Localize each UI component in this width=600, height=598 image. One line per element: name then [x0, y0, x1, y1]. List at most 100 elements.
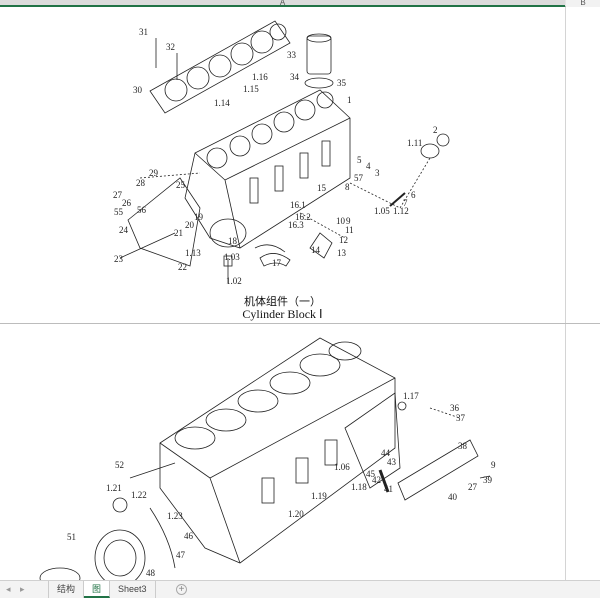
column-header-b[interactable]: B — [566, 0, 600, 7]
bearing-shell — [254, 244, 286, 253]
gasket-bores — [164, 23, 287, 102]
callout: 21 — [174, 228, 183, 238]
callout: 37 — [456, 413, 465, 423]
rear-seal-housing — [94, 529, 146, 580]
sheet-tab-drawing[interactable]: 图 — [84, 581, 111, 598]
figure1-caption-en: Cylinder Block Ⅰ — [242, 307, 323, 321]
add-sheet-button[interactable]: + — [176, 584, 187, 595]
bearing — [209, 218, 247, 248]
callout: 31 — [139, 27, 148, 37]
callout: 1.21 — [106, 483, 122, 493]
callout: 1.13 — [185, 248, 201, 258]
callout: 15 — [317, 183, 326, 193]
callout: 23 — [114, 254, 123, 264]
callout: 1.20 — [288, 509, 304, 519]
next-sheet-icon[interactable]: ▸ — [20, 584, 25, 594]
cylinder-block-drawings — [39, 20, 491, 580]
callout: 38 — [458, 441, 467, 451]
bracket-14 — [309, 232, 333, 259]
callout: 33 — [287, 50, 296, 60]
callout: 3 — [375, 168, 380, 178]
callout: 18 — [228, 236, 237, 246]
rear-cover — [127, 177, 201, 267]
callout: 1.16 — [252, 72, 268, 82]
callout: 22 — [178, 262, 187, 272]
engine-block-2 — [159, 337, 396, 564]
column-divider — [565, 7, 566, 580]
callout: 1.11 — [407, 138, 423, 148]
callout: 1.02 — [226, 276, 242, 286]
callout: 24 — [119, 225, 128, 235]
valve-6 — [389, 192, 406, 207]
callout: 20 — [185, 220, 194, 230]
callout: 19 — [194, 212, 203, 222]
sheet-tab-bar: ◂ ▸ 结构 图 Sheet3 + — [0, 580, 600, 598]
callout: 13 — [337, 248, 346, 258]
callout: 11 — [345, 225, 354, 235]
head-gasket — [149, 20, 291, 114]
callout: 2 — [433, 125, 438, 135]
figure2-drawing — [39, 337, 491, 580]
callout: 41 — [384, 484, 393, 494]
callout: 16.2 — [295, 212, 311, 222]
callout: 51 — [67, 532, 76, 542]
callout: 1.14 — [214, 98, 230, 108]
column-header-a[interactable]: A — [0, 0, 565, 7]
callout: 40 — [448, 492, 457, 502]
figure1-caption-cn: 机体组件（一） — [244, 296, 321, 308]
callout: 1.03 — [224, 252, 240, 262]
callout: 32 — [166, 42, 175, 52]
callout: 35 — [337, 78, 346, 88]
callout: 4 — [366, 161, 371, 171]
callout: 27 — [113, 190, 122, 200]
callout: 43 — [387, 457, 396, 467]
callout: 47 — [176, 550, 185, 560]
callout: 1.17 — [403, 391, 419, 401]
callout: 14 — [311, 245, 320, 255]
callout: 46 — [184, 531, 193, 541]
callout: 1.22 — [131, 490, 147, 500]
engine-block — [184, 89, 351, 249]
callout: 25 — [176, 180, 185, 190]
callout: 39 — [483, 475, 492, 485]
callout: 45 — [366, 469, 375, 479]
callout: 26 — [122, 198, 131, 208]
callout: 56 — [137, 205, 146, 215]
gasket-47 — [149, 507, 176, 569]
callout: 1.18 — [351, 482, 367, 492]
callout: 34 — [290, 72, 299, 82]
callout: 1.05 — [374, 206, 390, 216]
prev-sheet-icon[interactable]: ◂ — [6, 584, 11, 594]
callout: 12 — [339, 235, 348, 245]
o-ring-1-21 — [112, 497, 128, 513]
callout: 42 — [372, 475, 381, 485]
callout: 36 — [450, 403, 459, 413]
sheet-tab-sheet3[interactable]: Sheet3 — [110, 581, 156, 598]
sheet-tab-structure[interactable]: 结构 — [48, 581, 85, 598]
callout: 6 — [411, 190, 416, 200]
spring — [378, 469, 390, 493]
callout: 1.12 — [393, 206, 409, 216]
figure1-drawing — [119, 20, 450, 283]
callout: 1.23 — [167, 511, 183, 521]
row-divider — [0, 323, 600, 324]
callout: 17 — [272, 258, 281, 268]
callout: 1 — [347, 95, 352, 105]
callout: 30 — [133, 85, 142, 95]
front-housing — [344, 392, 401, 489]
callout: 1.06 — [334, 462, 350, 472]
column-header-bar: A B — [0, 0, 600, 7]
callout: 44 — [381, 448, 390, 458]
callout: 9 — [491, 460, 496, 470]
callout: 16.3 — [288, 220, 304, 230]
callout: 27 — [468, 482, 477, 492]
callout: 8 — [345, 182, 350, 192]
plug-2 — [436, 133, 450, 147]
callout: 1.15 — [243, 84, 259, 94]
callout: 29 — [149, 168, 158, 178]
callout: 16.1 — [290, 200, 306, 210]
cylinder-liner — [306, 35, 332, 75]
callout: 28 — [136, 178, 145, 188]
callout: 48 — [146, 568, 155, 578]
callout: 57 — [354, 173, 363, 183]
